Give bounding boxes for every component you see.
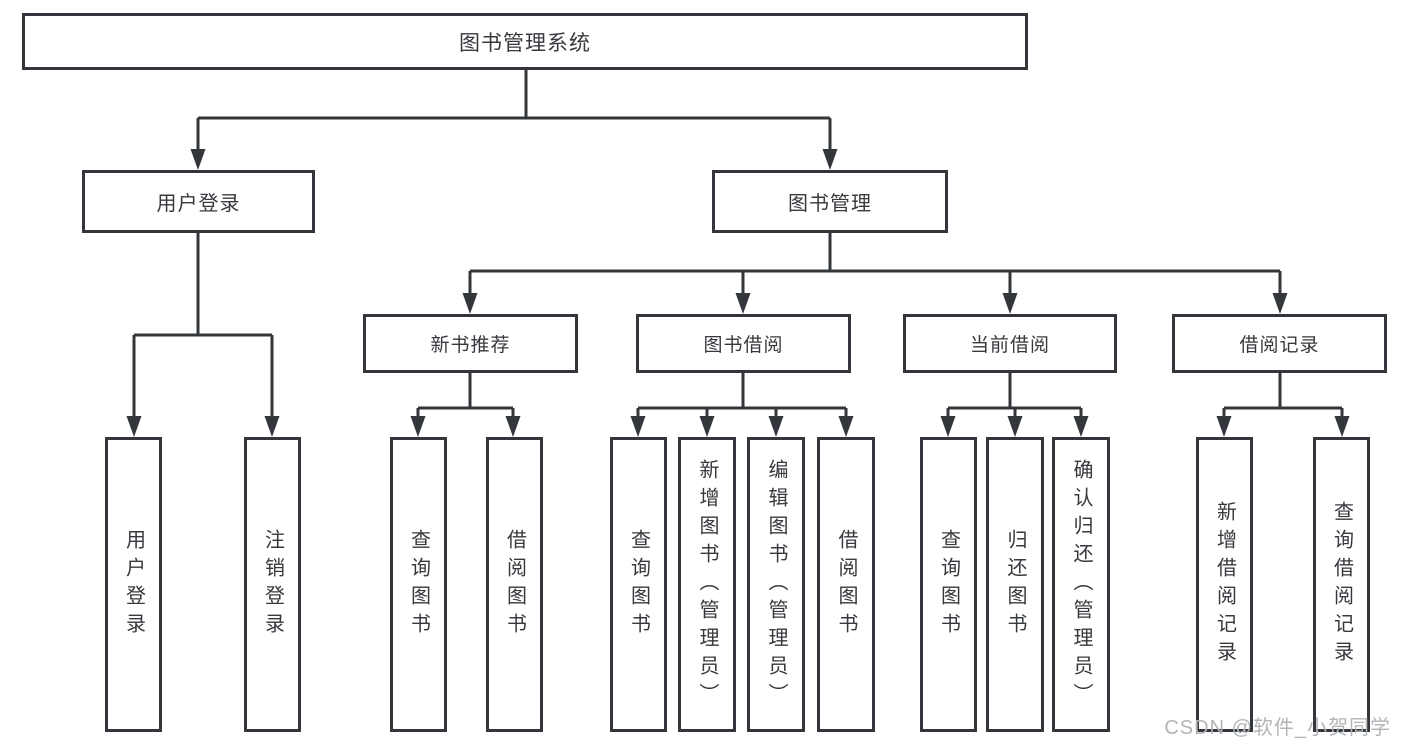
arrow-down-icon bbox=[264, 416, 280, 437]
connector-currentborrow-branch bbox=[946, 373, 1083, 419]
node-label: 归还图书 bbox=[1004, 528, 1026, 641]
arrow-down-icon bbox=[768, 416, 784, 437]
leaf-confirm-return-admin: 确认归还（管理员） bbox=[1052, 437, 1110, 732]
node-label: 图书管理系统 bbox=[459, 31, 591, 55]
leaf-edit-books-admin: 编辑图书（管理员） bbox=[747, 437, 805, 732]
node-label: 借阅记录 bbox=[1239, 335, 1320, 356]
arrow-down-icon bbox=[838, 416, 854, 437]
node-label: 查询借阅记录 bbox=[1330, 500, 1353, 669]
node-label: 新书推荐 bbox=[430, 335, 511, 356]
leaf-borrow-books: 借阅图书 bbox=[817, 437, 875, 732]
node-label: 新增借阅记录 bbox=[1213, 500, 1236, 669]
connector-record-branch bbox=[1222, 373, 1344, 419]
leaf-add-books-admin: 新增图书（管理员） bbox=[678, 437, 736, 732]
connector-bookborrow-branch bbox=[636, 373, 848, 419]
node-label: 借阅图书 bbox=[503, 528, 526, 641]
arrow-down-icon bbox=[940, 416, 956, 437]
connector-login-branch bbox=[132, 233, 274, 419]
node-label: 查询图书 bbox=[937, 528, 960, 641]
csdn-watermark: CSDN @软件_小贺同学 bbox=[1164, 717, 1391, 739]
node-label: 查询图书 bbox=[627, 528, 650, 641]
node-book-management-branch: 图书管理 bbox=[712, 170, 948, 233]
arrow-down-icon bbox=[735, 293, 751, 314]
arrow-down-icon bbox=[462, 293, 478, 314]
arrow-down-icon bbox=[1073, 416, 1089, 437]
node-label: 查询图书 bbox=[407, 528, 430, 641]
arrow-down-icon bbox=[1002, 293, 1018, 314]
arrow-down-icon bbox=[505, 416, 521, 437]
node-borrow-record: 借阅记录 bbox=[1172, 314, 1387, 373]
leaf-query-books: 查询图书 bbox=[390, 437, 447, 732]
arrow-down-icon bbox=[699, 416, 715, 437]
node-label: 编辑图书（管理员） bbox=[765, 458, 787, 711]
node-label: 图书借阅 bbox=[703, 335, 784, 356]
leaf-query-books: 查询图书 bbox=[610, 437, 667, 732]
node-label: 图书管理 bbox=[788, 193, 872, 215]
arrow-down-icon bbox=[1272, 293, 1288, 314]
arrow-down-icon bbox=[126, 416, 142, 437]
node-label: 用户登录 bbox=[156, 193, 241, 215]
node-label: 注销登录 bbox=[261, 528, 284, 641]
node-book-borrow: 图书借阅 bbox=[636, 314, 851, 373]
arrow-down-icon bbox=[410, 416, 426, 437]
node-new-book-recommend: 新书推荐 bbox=[363, 314, 578, 373]
arrow-down-icon bbox=[822, 149, 838, 170]
connector-root-to-level2 bbox=[196, 70, 832, 152]
leaf-user-login: 用户登录 bbox=[105, 437, 162, 732]
node-user-login-branch: 用户登录 bbox=[82, 170, 315, 233]
arrow-down-icon bbox=[190, 149, 206, 170]
arrow-down-icon bbox=[630, 416, 646, 437]
node-label: 新增图书（管理员） bbox=[696, 458, 718, 711]
leaf-query-books: 查询图书 bbox=[920, 437, 977, 732]
arrow-down-icon bbox=[1007, 416, 1023, 437]
node-current-borrow: 当前借阅 bbox=[903, 314, 1117, 373]
connector-mgmt-branch bbox=[468, 233, 1282, 296]
arrow-down-icon bbox=[1334, 416, 1350, 437]
leaf-logout: 注销登录 bbox=[244, 437, 301, 732]
node-label: 确认归还（管理员） bbox=[1070, 458, 1092, 711]
node-label: 当前借阅 bbox=[969, 335, 1050, 356]
leaf-return-books: 归还图书 bbox=[986, 437, 1044, 732]
leaf-query-borrow-record: 查询借阅记录 bbox=[1313, 437, 1370, 732]
node-label: 借阅图书 bbox=[835, 528, 857, 641]
node-label: 用户登录 bbox=[122, 528, 145, 641]
leaf-add-borrow-record: 新增借阅记录 bbox=[1196, 437, 1253, 732]
arrow-down-icon bbox=[1216, 416, 1232, 437]
node-library-management-system: 图书管理系统 bbox=[22, 13, 1028, 70]
leaf-borrow-books: 借阅图书 bbox=[486, 437, 543, 732]
connector-newbook-branch bbox=[416, 373, 515, 419]
